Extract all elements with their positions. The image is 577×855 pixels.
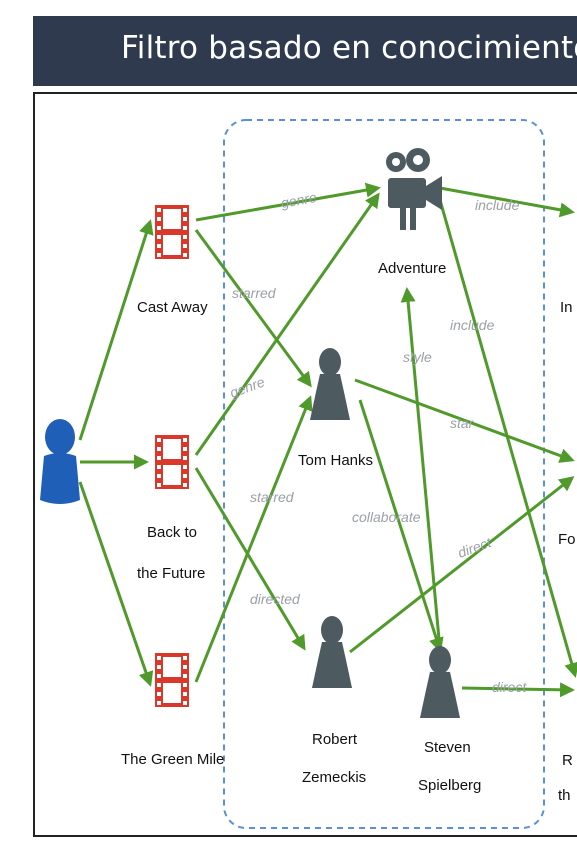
node-label-adventure: Adventure [378,260,446,277]
node-label-right-1: In [560,299,573,316]
movie-camera-icon [386,148,442,230]
edge-spielberg-direct [461,682,575,698]
edge-adventure-include-1 [439,186,575,218]
film-strip-icon [155,205,189,259]
dashed-entity-box [223,119,545,829]
node-label-back-to-future: Back to [147,524,197,541]
edge-label-direct: direct [492,679,527,695]
node-label-right-3: R [562,752,573,769]
node-label-right-3: th [558,787,571,804]
edge-spielberg-adventure-style [400,287,442,651]
edge-tomhanks-spielberg [358,399,444,653]
edge-btf-adventure [194,192,380,456]
diagram-frame [33,92,577,837]
edge-label-include: include [450,317,495,333]
node-label-cast-away: Cast Away [137,299,208,316]
edge-greenmile-tomhanks [194,395,313,683]
film-strip-icon [155,435,189,489]
node-label-green-mile: The Green Mile [121,751,224,768]
person-icon [310,348,350,420]
edge-tomhanks-star [354,378,575,463]
edge-castaway-adventure [195,182,381,222]
page-title: Filtro basado en conocimiento [121,30,577,66]
node-label-right-2: Fo [558,531,576,548]
edge-label-direct: direct [456,534,495,561]
person-icon [312,616,352,688]
edge-label-include: include [475,197,520,213]
edge-label-genre: genre [280,189,318,211]
node-label-robert-zemeckis: Zemeckis [302,769,366,786]
edge-label-star: star [450,415,475,431]
edge-zemeckis-direct [349,476,575,654]
node-label-steven-spielberg: Spielberg [418,777,481,794]
edge-label-genre: genre [228,373,267,400]
edge-castaway-tomhanks [194,229,312,388]
edge-label-starred: starred [232,285,277,301]
film-strip-icon [155,653,189,707]
edge-label-collaborate: collaborate [352,509,421,525]
edge-user-castaway [78,219,154,441]
node-label-robert-zemeckis: Robert [312,731,358,748]
person-icon [420,646,460,718]
edge-label-style: style [403,349,432,365]
edge-label-directed: directed [250,591,301,607]
title-bar: Filtro basado en conocimiento [33,16,577,86]
node-label-back-to-future: the Future [137,565,205,582]
user-icon [40,419,80,504]
edge-btf-zemeckis [194,467,306,651]
node-label-tom-hanks: Tom Hanks [298,452,373,469]
edge-user-greenmile [78,481,154,687]
edge-label-starred: starred [250,489,295,505]
node-label-steven-spielberg: Steven [424,739,471,756]
